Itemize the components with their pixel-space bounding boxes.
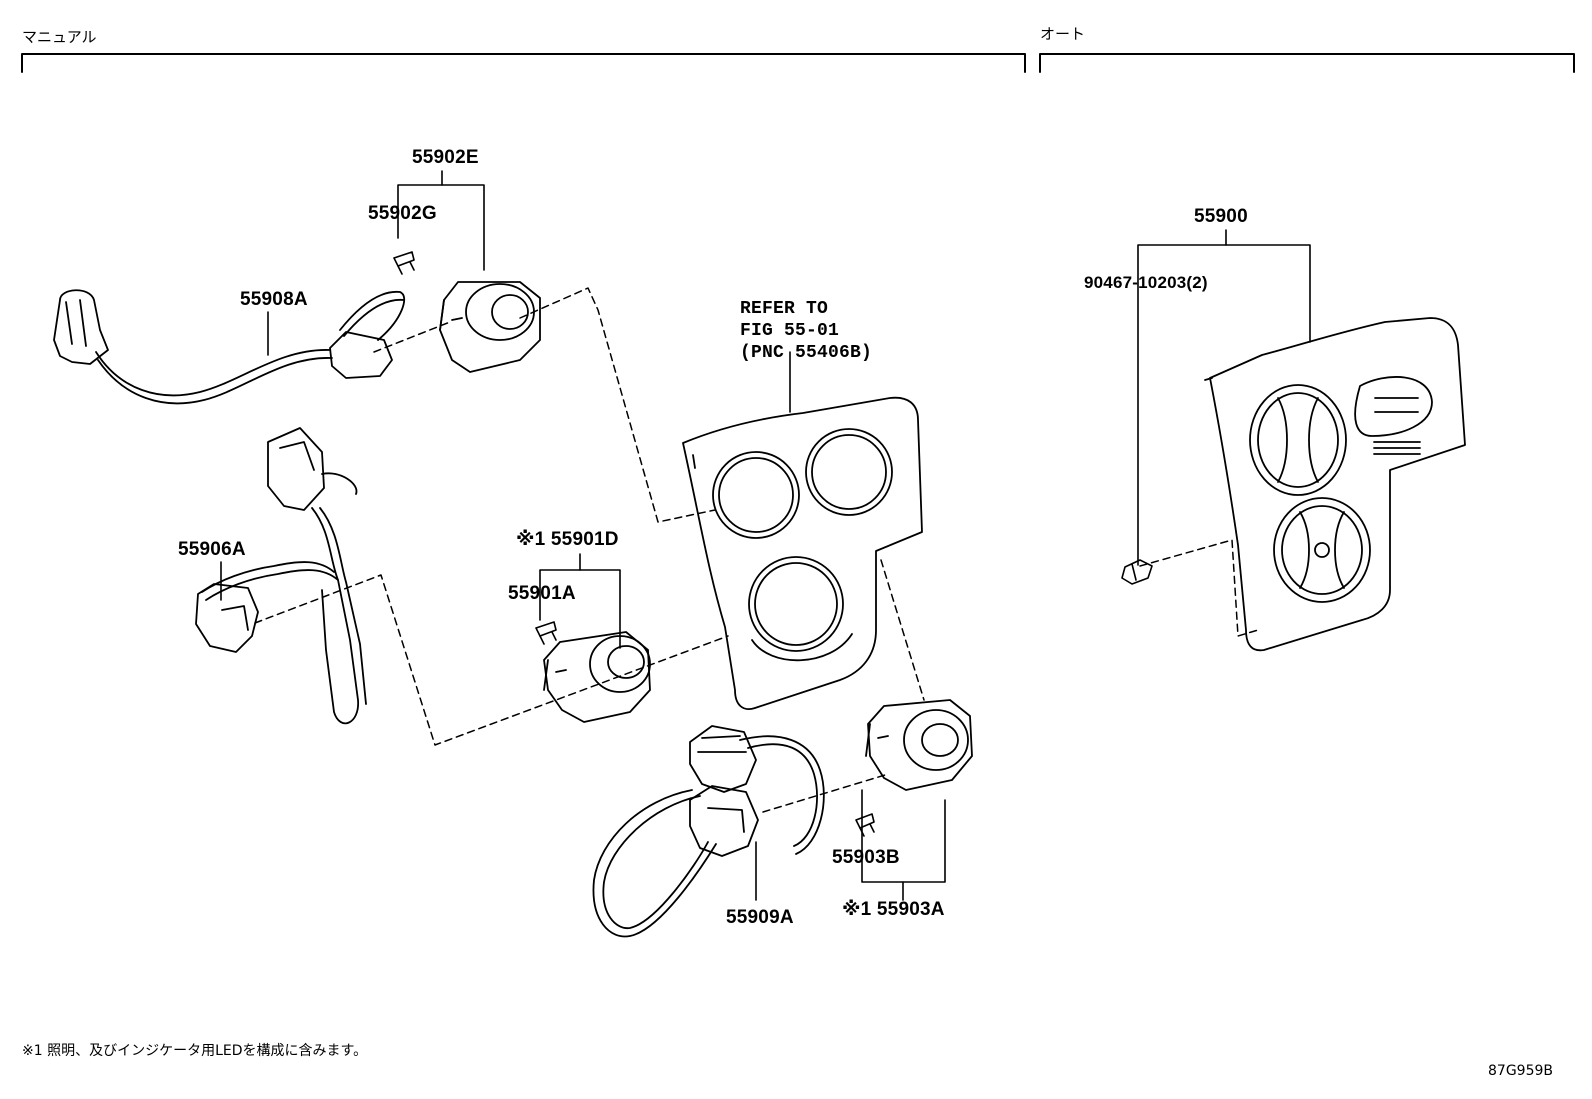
footnote: ※1 照明、及びインジケータ用LEDを構成に含みます。 bbox=[22, 1043, 368, 1059]
leader-lines bbox=[220, 170, 1311, 901]
part-label-55901A: 55901A bbox=[508, 583, 576, 604]
clip-90467 bbox=[1121, 559, 1153, 585]
control-knob-55902E bbox=[439, 281, 541, 373]
screw-55901A bbox=[535, 621, 557, 645]
part-label-55902E: 55902E bbox=[412, 147, 479, 168]
part-label-55909A: 55909A bbox=[726, 907, 794, 928]
screw-55903B bbox=[855, 813, 875, 837]
center-bezel bbox=[682, 396, 923, 710]
part-label-55903A: ※1 55903A bbox=[842, 899, 945, 920]
refer-note-line-2: FIG 55-01 bbox=[740, 321, 840, 341]
section-label-auto: オート bbox=[1040, 25, 1086, 43]
part-label-55903B: 55903B bbox=[832, 847, 900, 868]
auto-section-bracket bbox=[1039, 53, 1575, 73]
auto-control-panel bbox=[1204, 317, 1466, 652]
refer-note: REFER TO FIG 55-01 (PNC 55406B) bbox=[740, 298, 872, 364]
figure-id: 87G959B bbox=[1488, 1063, 1553, 1079]
part-label-55906A: 55906A bbox=[178, 539, 246, 560]
wire-harness-55909A bbox=[592, 725, 825, 938]
screw-55902G bbox=[393, 251, 415, 275]
control-knob-55903A bbox=[865, 699, 973, 791]
part-label-55901D: ※1 55901D bbox=[516, 529, 619, 550]
wire-harness-55906A bbox=[195, 427, 367, 725]
part-label-55902G: 55902G bbox=[368, 203, 437, 224]
wire-harness-55908A bbox=[53, 289, 405, 405]
section-label-manual: マニュアル bbox=[22, 28, 97, 46]
part-label-55900: 55900 bbox=[1194, 206, 1248, 227]
assembly-dashed-lines bbox=[254, 287, 1259, 813]
part-label-55908A: 55908A bbox=[240, 289, 308, 310]
refer-note-line-1: REFER TO bbox=[740, 299, 829, 319]
manual-section-bracket bbox=[21, 53, 1026, 73]
control-knob-55901D bbox=[543, 631, 651, 723]
refer-note-line-3: (PNC 55406B) bbox=[740, 343, 873, 363]
part-label-90467-10203: 90467-10203(2) bbox=[1084, 273, 1208, 292]
